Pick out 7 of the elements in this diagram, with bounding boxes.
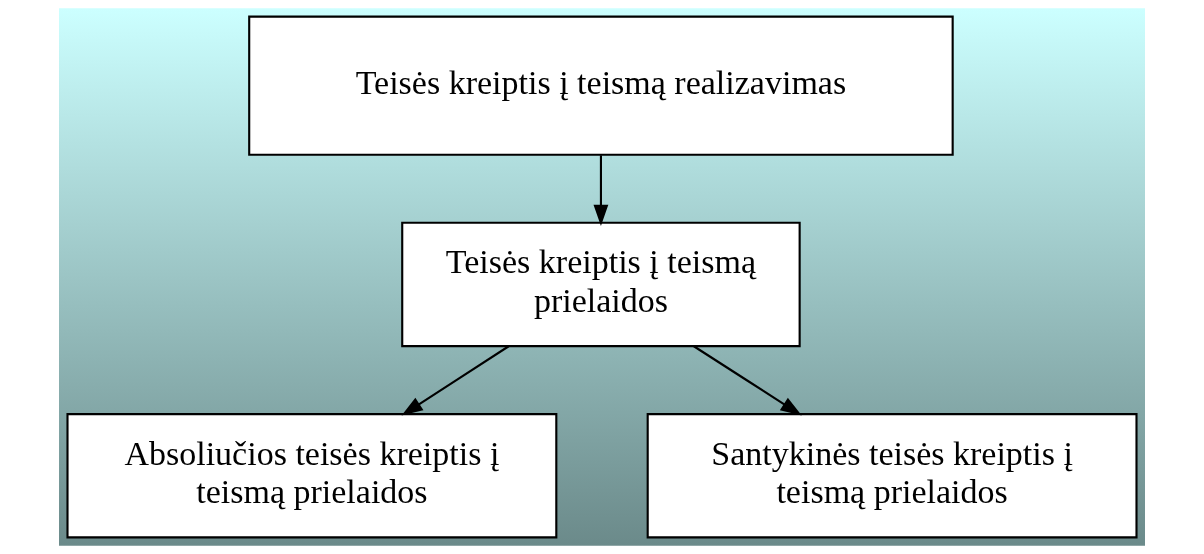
node-box: Teisės kreiptis į teismą prielaidos <box>401 221 801 348</box>
arrow <box>693 345 802 416</box>
node-box: Santykinės teisės kreiptis į teismą prielaidos <box>646 413 1138 539</box>
arrow <box>401 345 510 416</box>
node-box: Teisės kreiptis į teismą realizavimas <box>248 15 954 156</box>
node-box: Absoliučios teisės kreiptis į teismą prielaidos <box>66 413 558 539</box>
arrow <box>593 155 609 226</box>
